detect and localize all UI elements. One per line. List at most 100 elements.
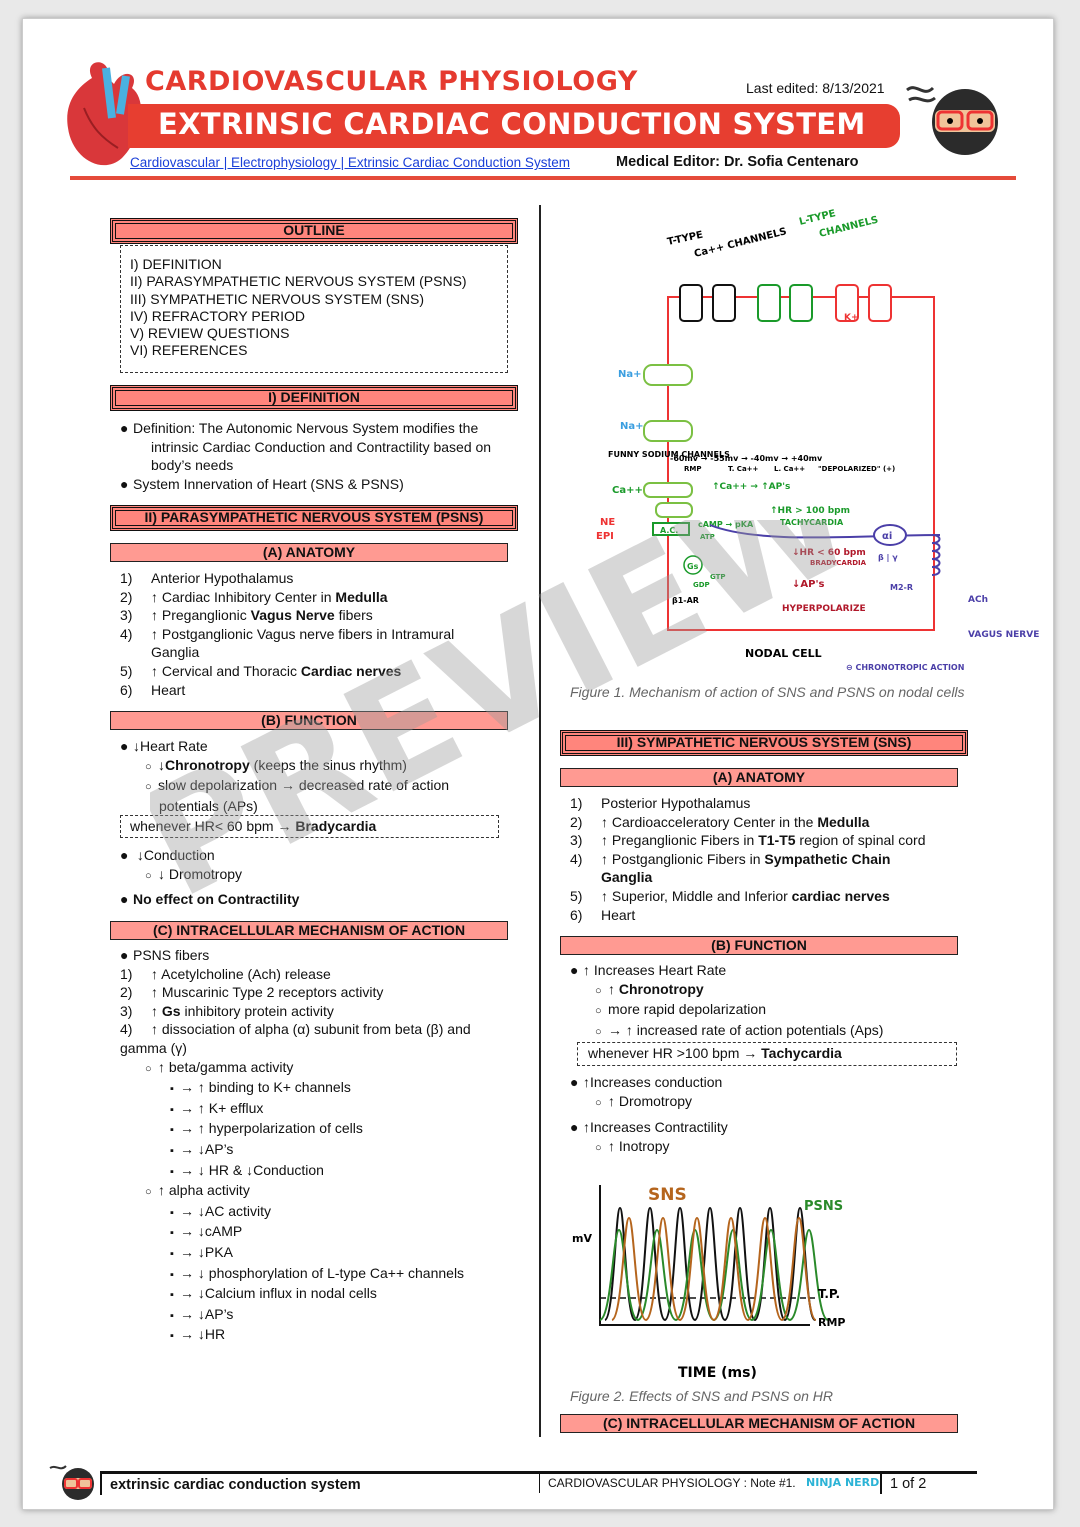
k-channels — [835, 284, 892, 322]
outline-item[interactable]: VI) REFERENCES — [130, 342, 248, 359]
label-aps-down: ↓AP's — [792, 579, 825, 590]
text: ↑ Inotropy — [608, 1137, 670, 1154]
list-item: ●System Innervation of Heart (SNS & PSNS… — [120, 475, 491, 494]
list-item: ▪→ ↓PKA — [120, 1243, 471, 1264]
label-gs: Gs — [687, 562, 699, 571]
text: ↑ Postganglionic Fibers in — [601, 850, 765, 867]
footer-note: CARDIOVASCULAR PHYSIOLOGY : Note #1. — [548, 1476, 796, 1490]
list-item: ○→ ↑ increased rate of action potentials… — [570, 1021, 883, 1042]
medical-editor: Medical Editor: Dr. Sofia Centenaro — [616, 154, 859, 170]
label-na-1: Na+ — [618, 369, 642, 380]
page-title: EXTRINSIC CARDIAC CONDUCTION SYSTEM — [158, 107, 866, 141]
text: ↑ Cardiac Inhibitory Center in — [151, 588, 336, 605]
adenylate-cyclase — [652, 522, 690, 536]
label-psns: PSNS — [804, 1199, 843, 1214]
bold-text: Chronotropy — [618, 980, 704, 997]
outline-box — [120, 245, 508, 373]
text: ↓ Dromotropy — [158, 865, 243, 882]
list-item: ▪→ ↑ hyperpolarization of cells — [120, 1119, 471, 1140]
list-item: ○ ↑ Inotropy — [570, 1137, 728, 1158]
list-marker: ● — [570, 1119, 579, 1135]
list-marker: ● — [570, 962, 579, 978]
text: Heart — [151, 681, 186, 698]
sns-function-header: (B) FUNCTION — [560, 936, 958, 955]
outline-item[interactable]: V) REVIEW QUESTIONS — [130, 325, 290, 342]
page-number: 1 of 2 — [890, 1476, 927, 1492]
text: ↑ beta/gamma activity — [158, 1058, 294, 1075]
list-marker: ○ — [145, 1062, 152, 1075]
text: intrinsic Cardiac Conduction and Contrac… — [151, 438, 492, 455]
label-atp: ATP — [700, 533, 715, 541]
list-item: 2)↑ Muscarinic Type 2 receptors activity — [120, 983, 471, 1002]
breadcrumb-link[interactable]: Cardiovascular | Electrophysiology | Ext… — [130, 155, 570, 170]
bold-text: Tachycardia — [761, 1045, 842, 1061]
text: Ganglia — [151, 644, 200, 661]
outline-item[interactable]: IV) REFRACTORY PERIOD — [130, 307, 306, 324]
list-marker: 1) — [120, 570, 133, 586]
l-type-channels — [757, 284, 813, 322]
list-item: ○ ↑ beta/gamma activity — [120, 1058, 471, 1079]
list-item: ▪→ ↑ binding to K+ channels — [120, 1078, 471, 1099]
sns-conduction-list: ●↑Increases conduction○↑ Dromotropy — [570, 1073, 722, 1112]
list-marker: ▪ — [170, 1227, 174, 1240]
footer-divider — [880, 1474, 882, 1494]
psns-conduction-list: ● ↓Conduction○↓ Dromotropy — [120, 846, 242, 885]
label-rmp: RMP — [818, 1316, 845, 1329]
text: ↑ Increases Heart Rate — [583, 962, 727, 978]
funny-sodium-channels — [643, 364, 693, 518]
plot-axes — [599, 1185, 810, 1326]
bold-text: T1-T5 — [758, 832, 796, 849]
figure-1-diagram: T-TYPE Ca++ CHANNELS L-TYPE CHANNELS Na+… — [596, 208, 1039, 672]
text: ↓Conduction — [133, 847, 215, 863]
list-marker: ○ — [145, 760, 152, 773]
header-divider — [70, 176, 1016, 180]
list-item: ● ↓Conduction — [120, 846, 242, 865]
tachycardia-box: whenever HR >100 bpm → Tachycardia — [577, 1042, 957, 1066]
list-marker: 5) — [570, 887, 583, 904]
label-hyperpolarize: HYPERPOLARIZE — [782, 604, 866, 614]
list-marker: 6) — [120, 681, 133, 698]
bold-text: cardiac nerves — [791, 887, 890, 904]
sns-header: III) SYMPATHETIC NERVOUS SYSTEM (SNS) — [560, 730, 968, 756]
definition-list: ●Definition: The Autonomic Nervous Syste… — [120, 419, 491, 493]
label-ca-aps: ↑Ca++ → ↑AP's — [712, 482, 790, 492]
list-item: 2)↑ Cardioacceleratory Center in the Med… — [570, 813, 926, 832]
column-divider — [539, 205, 541, 1437]
text: → ↓AC activity — [180, 1202, 272, 1219]
list-marker: 5) — [120, 662, 133, 679]
text: ↑ — [608, 980, 619, 997]
label-gdp: GDP — [693, 581, 710, 589]
list-item: ●PSNS fibers — [120, 946, 471, 965]
text: body’s needs — [151, 457, 234, 474]
outline-item[interactable]: III) SYMPATHETIC NERVOUS SYSTEM (SNS) — [130, 290, 425, 307]
list-marker: 3) — [120, 1002, 133, 1019]
label-bradycardia: BRADYCARDIA — [810, 559, 867, 567]
footer-divider — [100, 1471, 102, 1495]
list-item: Ganglia — [570, 868, 926, 887]
list-item: ▪→ ↓Calcium influx in nodal cells — [120, 1284, 471, 1305]
list-item: gamma (γ) — [120, 1039, 471, 1058]
list-marker: ○ — [595, 1141, 602, 1154]
list-item: 3)↑ Preganglionic Fibers in T1-T5 region… — [570, 831, 926, 850]
list-item: ▪→ ↓HR — [120, 1325, 471, 1346]
psns-anatomy-header: (A) ANATOMY — [110, 543, 508, 562]
text: → ↓AP’s — [180, 1140, 234, 1157]
list-item: ○↑ Dromotropy — [570, 1092, 722, 1113]
list-marker: 4) — [120, 625, 133, 642]
list-marker: 1) — [120, 965, 133, 982]
figure-2-caption: Figure 2. Effects of SNS and PSNS on HR — [570, 1388, 834, 1404]
list-item: 1)↑ Acetylcholine (Ach) release — [120, 965, 471, 984]
psns-contractility-list: ●No effect on Contractility — [120, 890, 299, 909]
list-item: Ganglia — [120, 643, 454, 662]
text: → ↑ increased rate of action potentials … — [608, 1021, 884, 1038]
list-item: 2)↑ Cardiac Inhibitory Center in Medulla — [120, 588, 454, 607]
outline-item[interactable]: II) PARASYMPATHETIC NERVOUS SYSTEM (PSNS… — [130, 273, 467, 290]
psns-function-list: ●↓Heart Rate○↓Chronotropy (keeps the sin… — [120, 737, 449, 815]
text: → ↑ hyperpolarization of cells — [180, 1120, 363, 1137]
text: → ↓Calcium influx in nodal cells — [180, 1285, 377, 1302]
text: ↑ Muscarinic Type 2 receptors activity — [151, 984, 384, 1001]
outline-item[interactable]: I) DEFINITION — [130, 256, 222, 272]
text: more rapid depolarization — [608, 1001, 766, 1018]
list-marker: ● — [120, 738, 129, 754]
